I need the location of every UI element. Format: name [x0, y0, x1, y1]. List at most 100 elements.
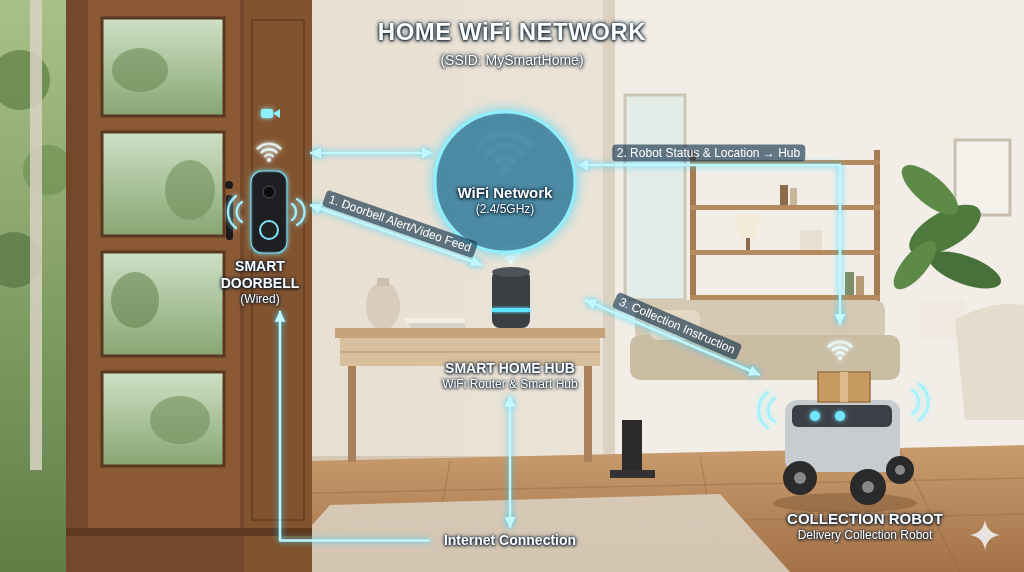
- collection-robot: [794, 472, 806, 484]
- doorbell-device: [252, 172, 286, 252]
- signal-waves: [292, 204, 296, 220]
- console-table: [348, 366, 356, 462]
- robot-node: COLLECTION ROBOTDelivery Collection Robo…: [760, 325, 970, 547]
- front-door: [66, 528, 312, 536]
- subtitle-label: (SSID: MySmartHome): [0, 52, 1024, 68]
- front-door: [225, 181, 233, 189]
- front-door: [150, 396, 210, 444]
- wifi-connector: [585, 300, 760, 375]
- doorbell-device: [260, 221, 278, 239]
- collection-robot: [818, 372, 870, 402]
- signal-waves: [228, 196, 236, 228]
- console-table: [366, 282, 400, 330]
- front-door: [102, 18, 224, 116]
- collection-robot: [850, 469, 886, 505]
- front-door: [66, 0, 312, 572]
- front-door: [88, 0, 240, 530]
- network-circle: [433, 110, 577, 254]
- collection-robot: [895, 465, 905, 475]
- collection-robot: [886, 456, 914, 484]
- hub-device: [492, 267, 530, 277]
- garden-view: [0, 0, 73, 572]
- internet-node: Internet Connection: [430, 528, 590, 553]
- signal-waves: [912, 390, 919, 414]
- living-room: [625, 95, 685, 300]
- collection-robot: [792, 405, 892, 427]
- network-circle-outline: [435, 112, 575, 252]
- living-room: [955, 304, 1024, 420]
- console-table: [377, 278, 389, 286]
- garden-view: [0, 50, 50, 110]
- wifi-connector: [280, 311, 430, 541]
- living-room: [735, 215, 760, 238]
- doorbell-node: SMART DOORBELL(Wired): [210, 128, 310, 311]
- wifi-icon: [258, 144, 281, 162]
- living-room: [690, 205, 880, 210]
- collection-robot: [862, 481, 874, 493]
- collection-robot: [783, 461, 817, 495]
- living-room: [925, 244, 1006, 296]
- garden-view: [30, 0, 42, 470]
- collection-robot: [773, 372, 917, 513]
- node-title: SMART HOME HUB: [439, 360, 581, 377]
- node-title: COLLECTION ROBOT: [764, 510, 966, 528]
- signal-waves: [919, 384, 928, 420]
- living-room: [690, 295, 880, 300]
- signal-waves: [759, 392, 768, 428]
- collection-robot: [840, 372, 848, 402]
- living-room: [622, 420, 642, 470]
- doorbell-device: [261, 109, 273, 118]
- signal-waves: [228, 196, 928, 428]
- signal-waves: [237, 202, 242, 222]
- front-door: [102, 132, 224, 236]
- node-title: WiFi Network: [437, 184, 573, 202]
- doorbell-device: [252, 172, 286, 252]
- sparkle-watermark: [970, 520, 1000, 550]
- console-table: [335, 328, 605, 338]
- hub-device: [492, 267, 530, 328]
- node-title: Internet Connection: [434, 532, 586, 549]
- wall: [615, 0, 1024, 460]
- doorbell-device: [263, 186, 275, 198]
- node-subtitle: WiFi Router & Smart Hub: [439, 377, 581, 392]
- living-room: [887, 234, 944, 295]
- console-table: [405, 318, 465, 323]
- front-door: [111, 272, 159, 328]
- living-room: [610, 470, 655, 478]
- edge-label: 2. Robot Status & Location → Hub: [612, 145, 805, 162]
- front-door: [102, 252, 224, 356]
- living-room: [780, 185, 788, 205]
- living-room: [790, 188, 797, 205]
- wifi-network-node: WiFi Network(2.4/5GHz): [433, 110, 577, 254]
- signal-waves: [297, 199, 305, 225]
- node-subtitle: (2.4/5GHz): [437, 202, 573, 217]
- front-door: [66, 0, 312, 572]
- living-room: [856, 276, 864, 295]
- collection-robot: [810, 411, 820, 421]
- node-title: SMART DOORBELL: [214, 258, 306, 292]
- living-room: [800, 230, 822, 250]
- node-subtitle: (Wired): [214, 292, 306, 307]
- living-room: [955, 140, 1010, 215]
- wifi-connector: [310, 152, 433, 155]
- wood-floor: [270, 494, 790, 572]
- hub-device: [492, 308, 530, 312]
- node-subtitle: Delivery Collection Robot: [764, 528, 966, 543]
- diagram-title: HOME WiFi NETWORK: [0, 18, 1024, 46]
- wifi-connector: [509, 396, 512, 528]
- edge-label: 3. Collection Instruction: [612, 292, 743, 361]
- doorbell-device: [252, 109, 286, 252]
- living-room: [690, 250, 880, 255]
- front-door: [165, 160, 215, 220]
- console-table: [584, 366, 592, 462]
- console-table: [340, 352, 600, 353]
- living-room: [610, 95, 1024, 478]
- wifi-icon: [829, 342, 852, 360]
- doorbell-device: [273, 109, 280, 118]
- console-table: [335, 278, 605, 462]
